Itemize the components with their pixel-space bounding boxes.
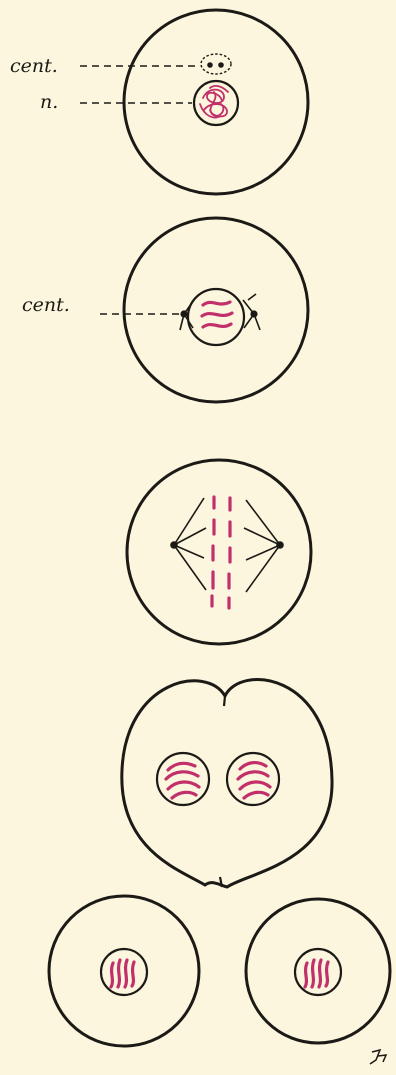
chromosome-threads [202, 302, 232, 327]
centrosome-sphere [201, 54, 231, 74]
cleavage-furrow-top [224, 696, 225, 706]
cell-membrane [124, 10, 308, 194]
spindle-fibers [174, 498, 280, 592]
artist-monogram [370, 1050, 386, 1064]
centriole [207, 62, 213, 68]
metaphase-chromosomes [212, 497, 230, 608]
cell-membrane [127, 460, 311, 644]
stage-2-prophase-cell: cent. [22, 218, 308, 402]
stage-3-metaphase-cell [127, 460, 311, 644]
cell-membrane [49, 896, 199, 1046]
nucleus-label: n. [40, 91, 58, 113]
cell-membrane [246, 899, 390, 1043]
centrosome-label: cent. [10, 55, 58, 77]
stage-4-telophase-cell [122, 680, 332, 887]
nucleus-membrane [188, 289, 244, 345]
centriole [218, 62, 224, 68]
stage-5-daughter-cell-right [246, 899, 390, 1043]
daughter-nucleus-left [157, 753, 209, 805]
stage-5-daughter-cell-left [49, 896, 199, 1046]
chromatin-network [200, 86, 228, 118]
centrosome-label: cent. [22, 294, 70, 316]
cell-membrane [124, 218, 308, 402]
stage-1-resting-cell: cent. n. [10, 10, 308, 194]
daughter-nucleus-right [227, 753, 279, 805]
